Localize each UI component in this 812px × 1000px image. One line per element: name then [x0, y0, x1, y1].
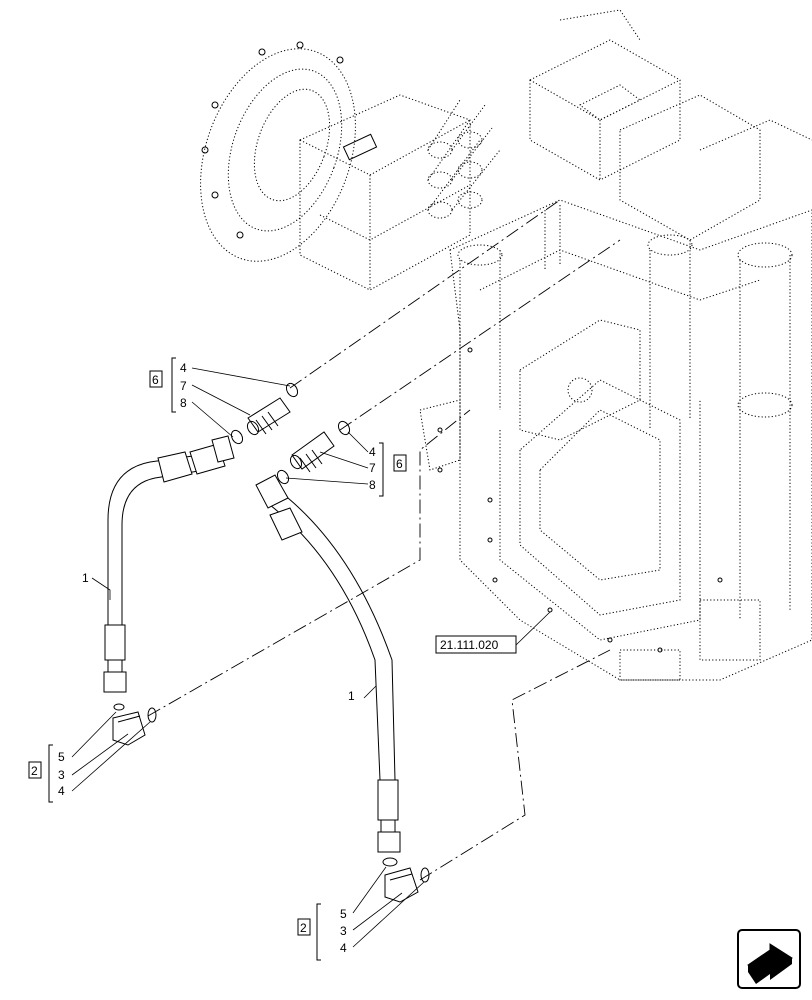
- callout-box-label: 6: [396, 457, 403, 471]
- callout-box-label: 2: [300, 921, 307, 935]
- callout-item: 7: [180, 379, 187, 393]
- reference-box[interactable]: [435, 635, 517, 654]
- callout-box-label: 2: [31, 764, 38, 778]
- tractor-rear-axle-assembly: [200, 9, 812, 681]
- callout-item: 7: [369, 461, 376, 475]
- callout-item: 3: [58, 768, 65, 782]
- next-page-arrow-icon[interactable]: [737, 929, 801, 989]
- hydraulic-hose-left: [103, 435, 235, 693]
- reference-label[interactable]: 21.111.020: [440, 638, 499, 652]
- hydraulic-hose-right: [255, 474, 401, 853]
- callout-group-2-left: 2 5 3 4: [28, 744, 65, 803]
- callout-box: [297, 918, 311, 936]
- callout-box: [393, 454, 407, 472]
- callout-item: 5: [58, 750, 65, 764]
- callout-item: 8: [369, 478, 376, 492]
- bottom-fittings-left: [112, 703, 157, 746]
- callout-item: 5: [340, 907, 347, 921]
- callout-item: 4: [340, 941, 347, 955]
- callout-box-label: 6: [152, 373, 159, 387]
- callout-group-6-top: 6 4 7 8: [149, 357, 187, 413]
- hose-right-label: 1: [348, 689, 355, 703]
- callout-item: 4: [58, 784, 65, 798]
- assembly-center-lines: [147, 199, 621, 881]
- hose-left-label: 1: [82, 571, 89, 585]
- bottom-fittings-right: [382, 857, 430, 903]
- callout-group-2-bottom: 2 5 3 4: [297, 903, 347, 961]
- callout-box: [149, 370, 163, 388]
- callout-leaders: [71, 367, 551, 948]
- callout-item: 8: [180, 396, 187, 410]
- callout-item: 3: [340, 924, 347, 938]
- reference-callout: 21.111.020: [435, 635, 517, 654]
- callout-group-6-right: 4 7 8 6: [369, 442, 407, 497]
- callout-item: 4: [369, 445, 376, 459]
- callout-box: [28, 761, 42, 779]
- top-fittings: [230, 382, 351, 485]
- callout-item: 4: [180, 361, 187, 375]
